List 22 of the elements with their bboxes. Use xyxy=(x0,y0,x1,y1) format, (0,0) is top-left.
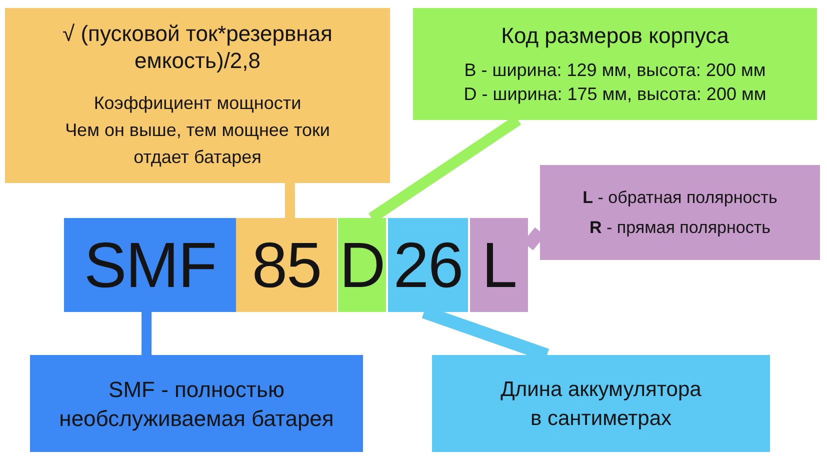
description-text: Чем он выше, тем мощнее токи отдает батарея xyxy=(64,119,331,169)
formula-text: √ (пусковой ток*резервная емкость)/2,8 xyxy=(62,20,334,74)
heading-text: Коэффициент мощности xyxy=(94,92,302,115)
code-segment: L xyxy=(470,218,528,312)
code-segment: 85 xyxy=(236,218,337,312)
leader-line xyxy=(142,312,152,355)
size-text: B - ширина: 129 мм, высота: 200 мм xyxy=(464,59,766,82)
size-text: D - ширина: 175 мм, высота: 200 мм xyxy=(464,83,766,106)
description-text: SMF - полностью необслуживаемая батарея xyxy=(58,376,335,432)
callout-box xyxy=(432,355,770,452)
heading-text: Код размеров корпуса xyxy=(501,22,729,50)
callout-box xyxy=(30,355,363,452)
code-segment: SMF xyxy=(64,218,236,312)
code-segment: D xyxy=(338,218,386,312)
polarity-text: L - обратная полярность xyxy=(582,186,778,208)
polarity-text: R - прямая полярность xyxy=(590,216,770,238)
callout-box xyxy=(540,165,820,260)
code-segment: 26 xyxy=(388,218,468,312)
description-text: Длина аккумулятора в сантиметрах xyxy=(500,376,702,432)
callout-box xyxy=(413,8,817,120)
leader-line xyxy=(284,182,296,218)
callout-box xyxy=(5,8,390,183)
